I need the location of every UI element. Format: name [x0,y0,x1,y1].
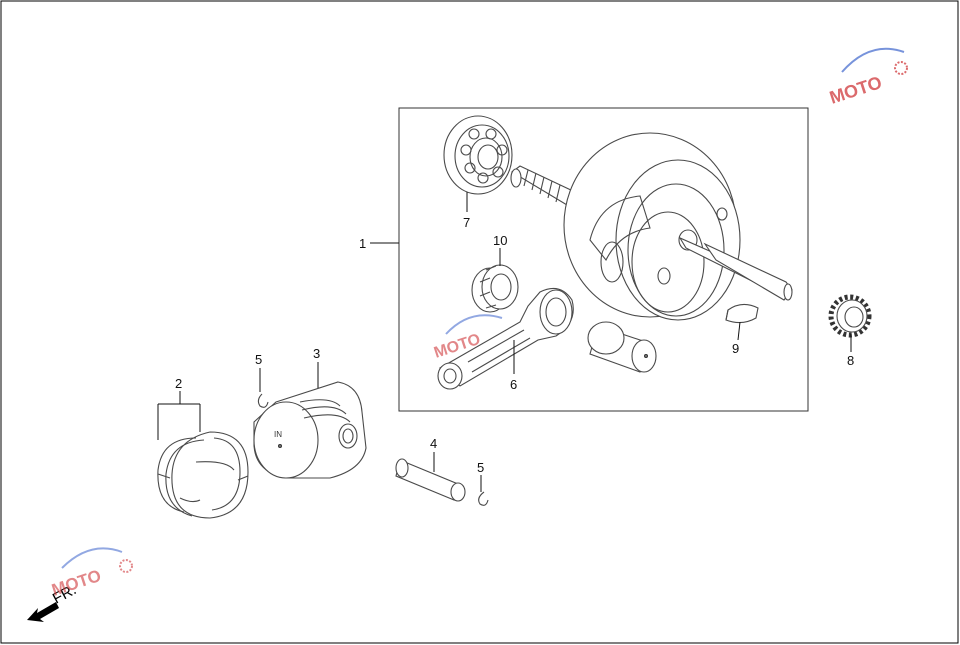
callout-7[interactable]: 7 [463,215,470,230]
watermark-top-right: MOTO [827,47,908,108]
part-6-connecting-rod[interactable] [437,287,574,390]
crank-pin-cylinder[interactable] [587,321,657,373]
callout-5-top[interactable]: 5 [255,352,262,367]
leader-lines [157,192,852,492]
callouts: 1 7 10 6 9 8 3 5 2 4 5 [175,215,854,475]
part-9-key[interactable] [725,303,759,324]
watermark-swoosh-icon [445,314,503,335]
callout-5-bottom[interactable]: 5 [477,460,484,475]
part-5-circlip-top[interactable] [257,393,269,408]
watermark-gear-icon [119,559,133,573]
callout-4[interactable]: 4 [430,436,437,451]
part-5-circlip-bottom[interactable] [478,491,489,506]
callout-3[interactable]: 3 [313,346,320,361]
direction-arrow-icon [27,602,59,622]
watermark-logo-text: MOTO [827,72,884,108]
crankshaft[interactable] [510,132,793,321]
part-2-piston-rings[interactable] [157,431,249,519]
callout-10[interactable]: 10 [493,233,507,248]
part-7-bearing[interactable] [443,115,513,195]
watermark-swoosh-icon [61,547,123,569]
watermark-gear-icon [894,61,908,75]
piston-mark: IN [274,430,282,439]
callout-8[interactable]: 8 [847,353,854,368]
watermark-bottom-left: MOTO [49,547,133,600]
part-4-piston-pin[interactable] [395,458,466,502]
callout-6[interactable]: 6 [510,377,517,392]
callout-9[interactable]: 9 [732,341,739,356]
watermark-swoosh-icon [841,47,905,73]
part-10-needle-bearing[interactable] [471,264,519,313]
part-3-piston[interactable]: IN [253,381,367,479]
part-8-sprocket[interactable] [828,294,872,338]
crankshaft-assembly-box [398,107,809,412]
callout-2[interactable]: 2 [175,376,182,391]
callout-1[interactable]: 1 [359,236,366,251]
